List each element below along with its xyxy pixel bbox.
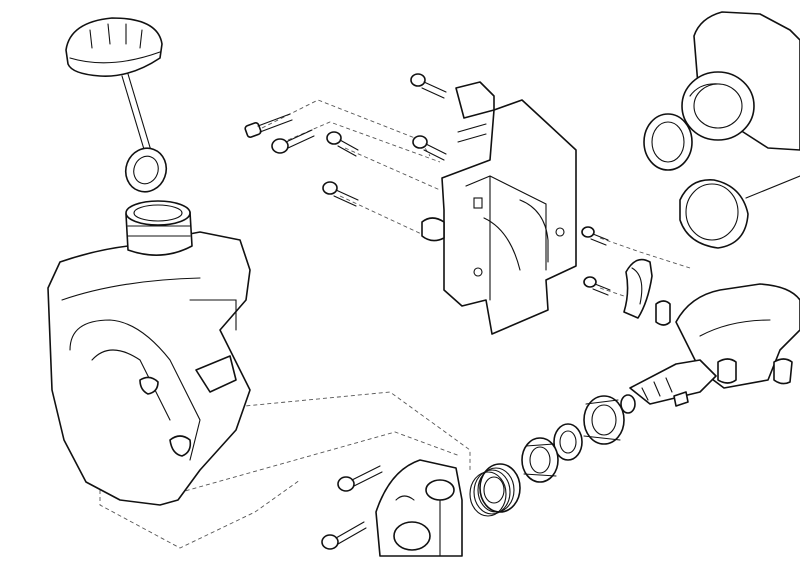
crankshaft <box>629 283 800 405</box>
ball-bearing <box>583 395 625 445</box>
gasket <box>643 113 693 171</box>
fuel-tank-housing <box>47 200 251 506</box>
screw <box>321 521 367 550</box>
screw <box>244 113 293 138</box>
circlip <box>620 394 636 414</box>
screw <box>337 465 383 492</box>
screw <box>581 226 609 246</box>
screw <box>412 135 447 161</box>
screw <box>326 131 359 157</box>
washer <box>673 391 689 407</box>
tank-cap <box>679 175 800 249</box>
seal <box>553 423 583 461</box>
screw <box>410 73 447 99</box>
half-clamp <box>623 258 653 319</box>
screw <box>583 276 611 296</box>
screw <box>322 181 359 207</box>
spring <box>469 463 521 517</box>
screw-group-upper <box>244 73 447 207</box>
lower-bracket <box>375 459 463 557</box>
needle-bearing <box>521 437 559 483</box>
screw <box>271 129 315 154</box>
fuel-cap-with-strainer <box>65 17 168 193</box>
cylinder <box>681 11 800 151</box>
mounting-bracket-block <box>421 81 577 335</box>
